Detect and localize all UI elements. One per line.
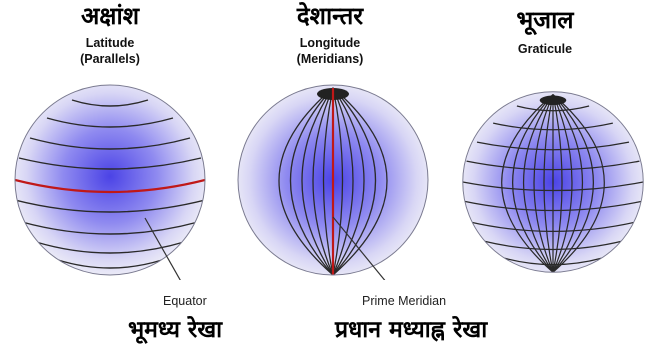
prime-meridian-label: Prime Meridian (362, 294, 446, 308)
longitude-hindi-title: देशान्तर (270, 4, 390, 28)
graticule-pole-cap (540, 96, 567, 106)
longitude-globe (233, 80, 433, 280)
latitude-subtitle: (Parallels) (50, 51, 170, 67)
latitude-globe (10, 80, 210, 280)
latitude-title: Latitude (50, 35, 170, 51)
equator-hindi-label: भूमध्य रेखा (128, 318, 222, 341)
prime-meridian-hindi-label: प्रधान मध्याह्न रेखा (335, 318, 487, 341)
graticule-hindi-title: भूजाल (495, 8, 595, 32)
latitude-globe-body (15, 85, 205, 275)
latitude-hindi-title: अक्षांश (60, 4, 160, 28)
longitude-subtitle: (Meridians) (270, 51, 390, 67)
graticule-title: Graticule (495, 41, 595, 57)
graticule-globe (458, 87, 648, 277)
equator-label: Equator (163, 294, 207, 308)
longitude-title: Longitude (270, 35, 390, 51)
